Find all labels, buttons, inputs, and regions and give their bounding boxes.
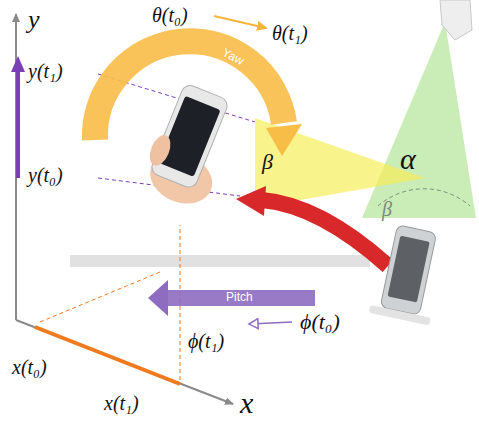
angle-label: ϕ(t₁) (188, 330, 224, 352)
angle-label: θ(t₁) (272, 22, 308, 44)
theta-arrow (214, 16, 266, 28)
pitch-label: Pitch (226, 291, 253, 304)
axis-label: x (240, 386, 253, 419)
coordinate-label: x(t₀) (12, 356, 47, 378)
y-displacement (16, 68, 20, 178)
motion-arrowhead (236, 186, 266, 216)
phi-arrow (250, 322, 292, 324)
coordinate-label: x(t₁) (104, 392, 139, 414)
horizontal-field-cone (255, 118, 425, 208)
floor-bar (70, 255, 370, 267)
motion-arrow (262, 200, 388, 266)
pitch-band (165, 290, 315, 306)
angle-label: β (262, 150, 273, 174)
angle-label: θ(t₀) (152, 4, 188, 26)
lamp-fixture (440, 0, 472, 40)
stand-phone (369, 223, 449, 326)
x-displacement (35, 327, 180, 384)
pitch-arrowhead (148, 280, 168, 316)
angle-label: α (400, 142, 416, 175)
angle-label: β (382, 198, 392, 220)
coordinate-label: y(t₁) (28, 60, 63, 82)
angle-label: ϕ(t₀) (300, 310, 340, 334)
hand-phone (136, 80, 245, 212)
guide-line (40, 272, 160, 322)
x-axis (16, 320, 233, 404)
vertical-field-cone (362, 22, 476, 218)
coordinate-label: y(t₀) (28, 164, 63, 186)
axis-label: y (28, 6, 40, 35)
y-arrowhead (11, 56, 25, 72)
